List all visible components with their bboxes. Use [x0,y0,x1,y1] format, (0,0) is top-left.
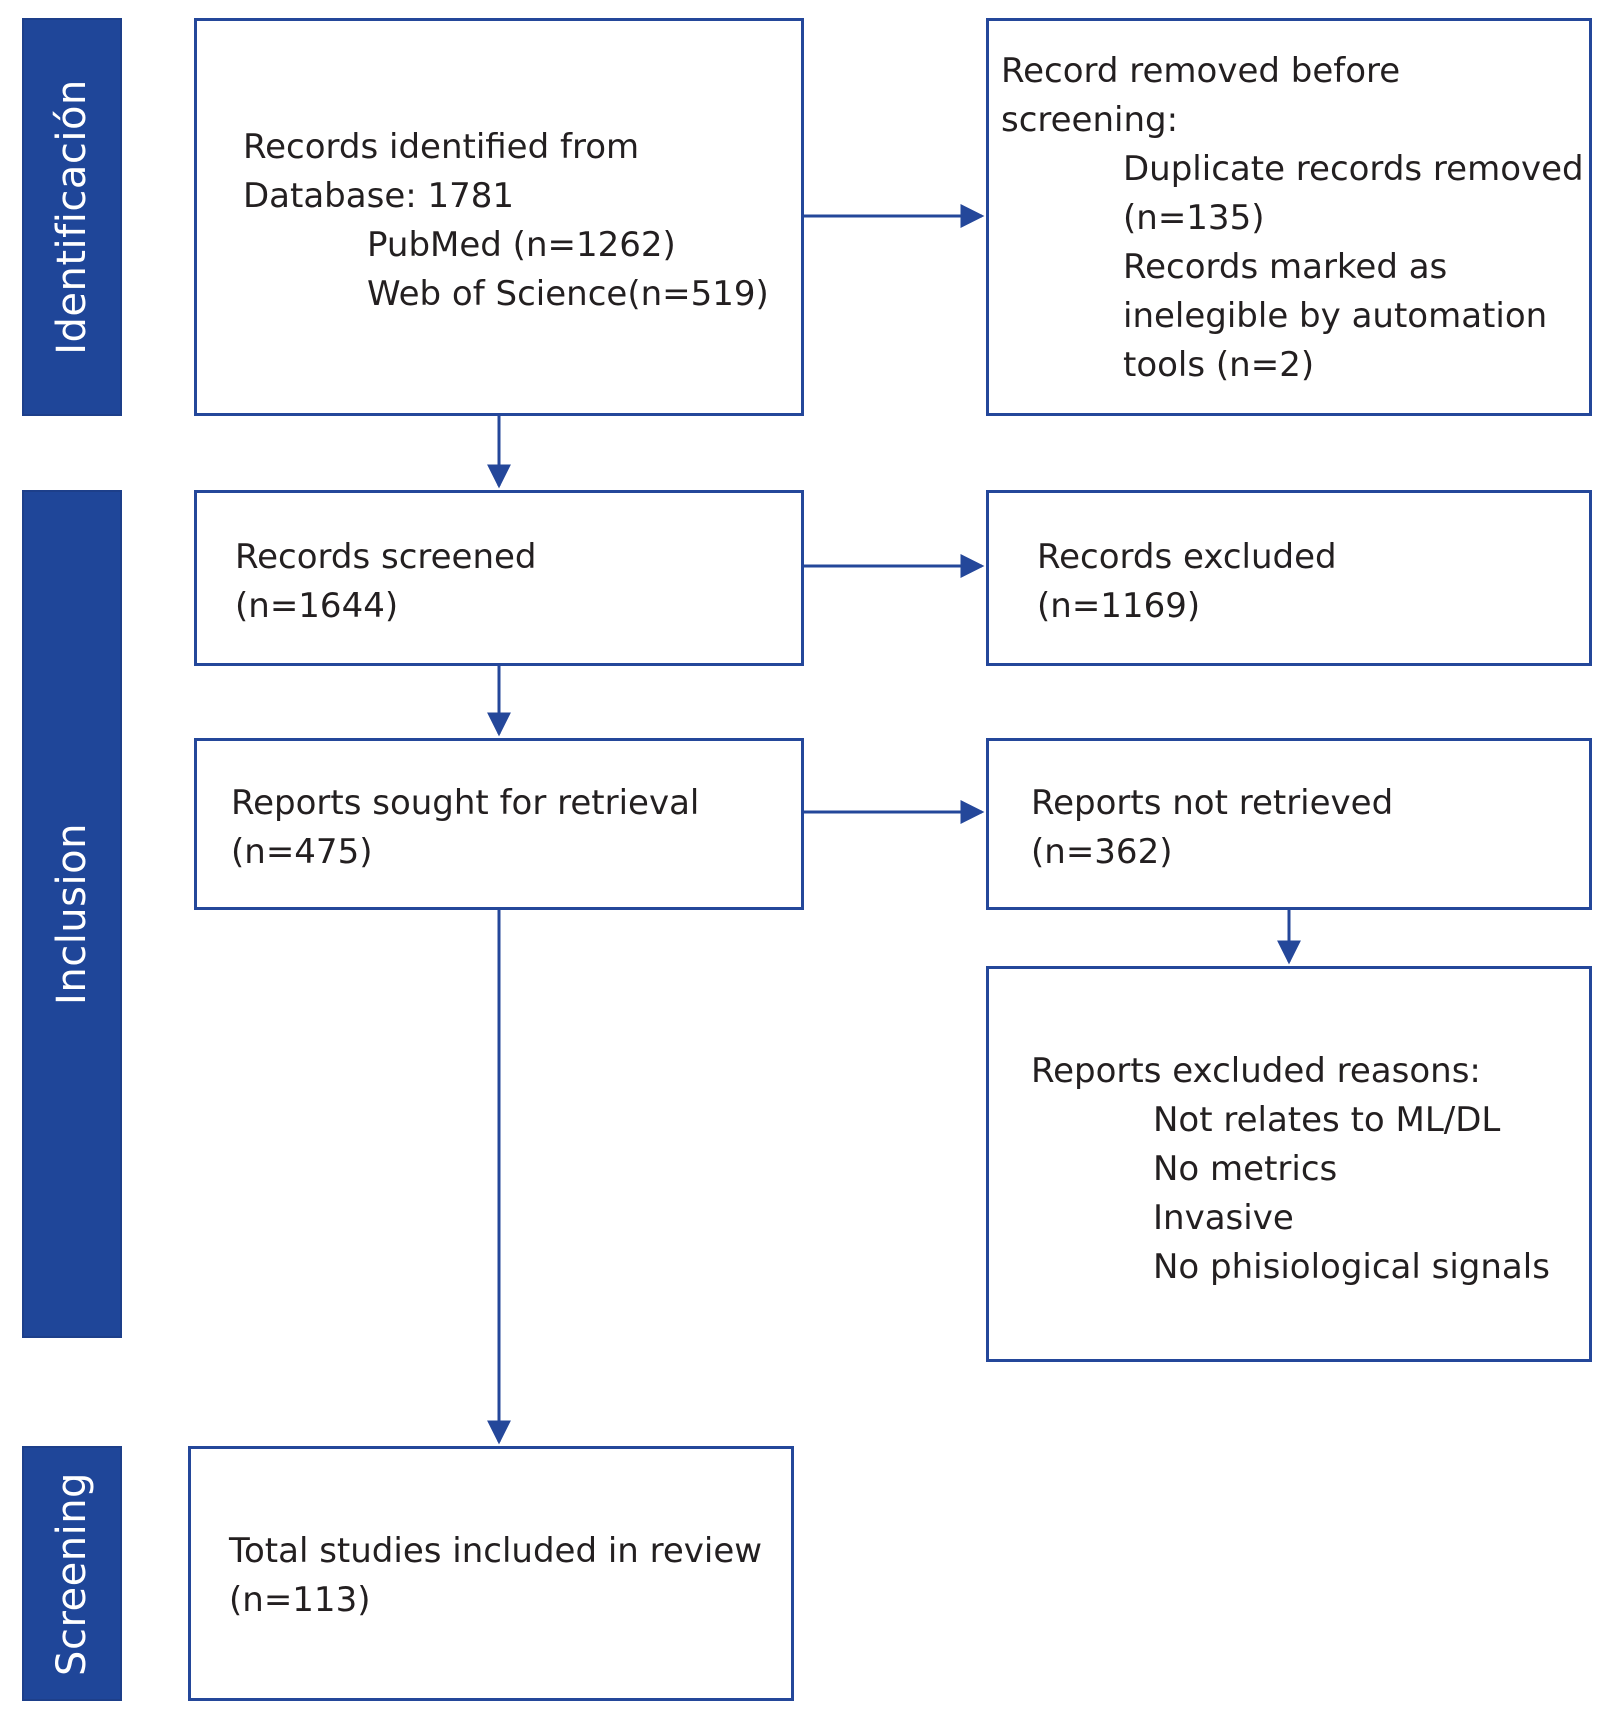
box-reports-sought: Reports sought for retrieval (n=475) [194,738,804,910]
included-line-1: Total studies included in review [229,1531,763,1571]
screened-line-1: Records screened [235,537,537,577]
removed-line-2: screening: [1001,100,1179,140]
reasons-line-4: Invasive [1153,1198,1294,1238]
identified-line-3: PubMed (n=1262) [367,225,676,265]
included-line-2: (n=113) [229,1580,371,1620]
excluded-line-2: (n=1169) [1037,586,1201,626]
box-exclusion-reasons: Reports excluded reasons: Not relates to… [986,966,1592,1362]
box-studies-included: Total studies included in review (n=113) [188,1446,794,1701]
not-retrieved-line-1: Reports not retrieved [1031,783,1394,823]
reasons-line-2: Not relates to ML/DL [1153,1100,1501,1140]
phase-inclusion: Inclusion [22,490,122,1338]
removed-line-1: Record removed before [1001,51,1401,91]
box-records-removed: Record removed before screening: Duplica… [986,18,1592,416]
screened-line-2: (n=1644) [235,586,399,626]
reasons-line-3: No metrics [1153,1149,1338,1189]
removed-line-7: tools (n=2) [1123,345,1315,385]
phase-identification: Identificación [22,18,122,416]
reasons-line-5: No phisiological signals [1153,1247,1550,1287]
identified-line-4: Web of Science(n=519) [367,274,769,314]
reasons-line-1: Reports excluded reasons: [1031,1051,1481,1091]
removed-line-5: Records marked as [1123,247,1448,287]
sought-line-1: Reports sought for retrieval [231,783,700,823]
box-records-excluded: Records excluded (n=1169) [986,490,1592,666]
box-reports-not-retrieved: Reports not retrieved (n=362) [986,738,1592,910]
sought-line-2: (n=475) [231,832,373,872]
identified-line-2: Database: 1781 [243,176,515,216]
identified-line-1: Records identified from [243,127,640,167]
removed-line-4: (n=135) [1123,198,1265,238]
box-records-identified: Records identified from Database: 1781 P… [194,18,804,416]
not-retrieved-line-2: (n=362) [1031,832,1173,872]
removed-line-6: inelegible by automation [1123,296,1548,336]
removed-line-3: Duplicate records removed [1123,149,1584,189]
excluded-line-1: Records excluded [1037,537,1337,577]
phase-screening: Screening [22,1446,122,1701]
box-records-screened: Records screened (n=1644) [194,490,804,666]
